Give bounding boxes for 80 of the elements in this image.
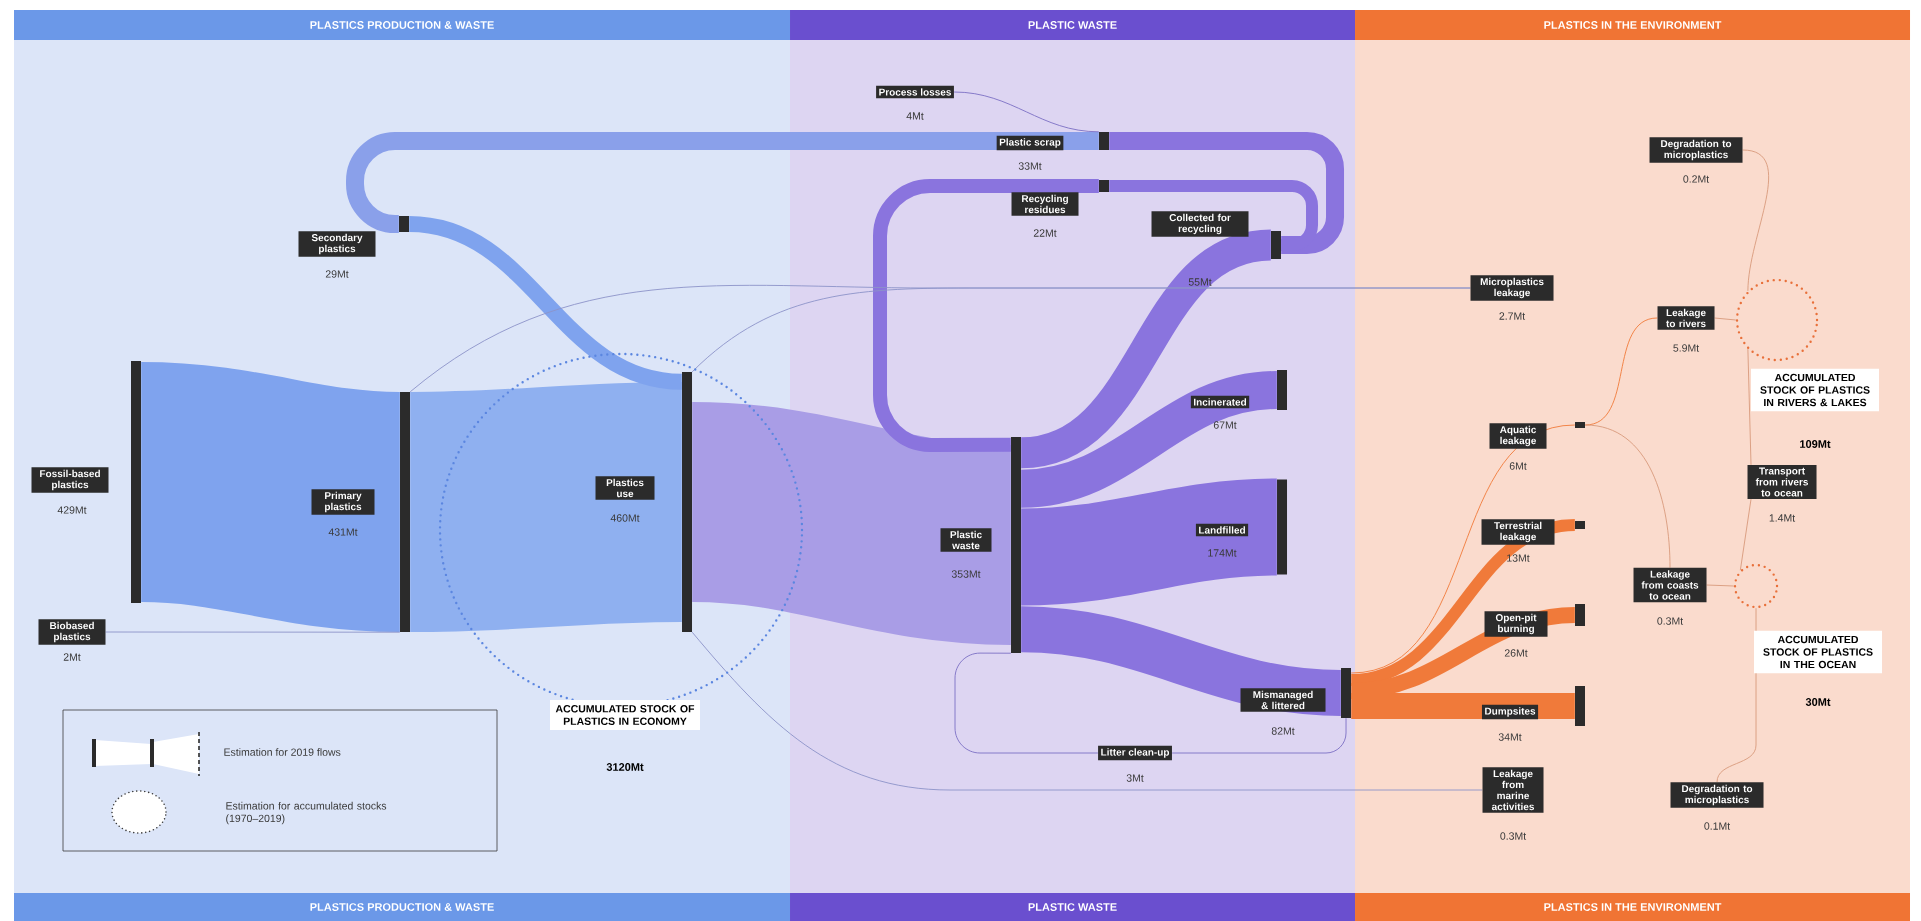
section-header: PLASTIC WASTE bbox=[790, 10, 1355, 40]
flow-node: Aquatic leakage bbox=[1489, 422, 1585, 449]
flow-line bbox=[691, 287, 1471, 373]
label-box: Microplastics leakage bbox=[1470, 275, 1554, 301]
value-text: 55Mt bbox=[1188, 278, 1212, 286]
flow-line bbox=[1714, 317, 1737, 321]
value-text: 429Mt bbox=[57, 506, 87, 514]
flow-band bbox=[1350, 519, 1576, 686]
flow-node: Incinerated bbox=[1190, 370, 1287, 410]
value-text: 2.7Mt bbox=[1499, 312, 1526, 320]
value-text: 82Mt bbox=[1271, 727, 1295, 735]
value-text: 22Mt bbox=[1033, 229, 1057, 237]
legend-text: Estimation for accumulated stocks (1970–2019) bbox=[226, 801, 387, 825]
flow-band bbox=[689, 402, 1014, 645]
flow-line bbox=[1747, 348, 1752, 466]
flow-band bbox=[1109, 132, 1344, 254]
value-text: 174Mt bbox=[1208, 549, 1237, 557]
flow-band bbox=[1019, 229, 1273, 469]
flow-band bbox=[1020, 606, 1342, 716]
value-text: 2Mt bbox=[63, 653, 81, 661]
flow-node: Dumpsites bbox=[1481, 686, 1585, 726]
value-text: 29Mt bbox=[325, 270, 349, 278]
label-box: Leakage from coasts to ocean bbox=[1633, 567, 1707, 603]
flow-band bbox=[408, 216, 683, 390]
value-text: 353Mt bbox=[951, 570, 981, 578]
flow-band bbox=[873, 179, 1099, 452]
value-text: 26Mt bbox=[1504, 649, 1528, 657]
flow-line bbox=[1739, 498, 1752, 571]
value-text: 5.9Mt bbox=[1673, 344, 1700, 352]
flow-line bbox=[1706, 584, 1735, 587]
flow-node: Collected for recycling bbox=[1151, 211, 1281, 259]
value-text: 3120Mt bbox=[606, 763, 644, 771]
value-text: 30Mt bbox=[1805, 698, 1831, 706]
section-header: PLASTIC WASTE bbox=[790, 893, 1355, 921]
flow-band bbox=[138, 362, 403, 632]
flow-line bbox=[105, 631, 401, 633]
value-text: 460Mt bbox=[610, 514, 640, 522]
flow-line bbox=[1584, 424, 1671, 569]
flow-band bbox=[1019, 371, 1279, 508]
flow-line bbox=[1350, 424, 1576, 674]
flow-line bbox=[953, 91, 1100, 133]
section-header: PLASTICS IN THE ENVIRONMENT bbox=[1355, 893, 1911, 921]
label-box: Degradation to microplastics bbox=[1649, 137, 1743, 163]
flow-band bbox=[346, 132, 1099, 233]
value-text: 0.2Mt bbox=[1683, 175, 1710, 183]
value-text: 0.1Mt bbox=[1704, 822, 1731, 830]
value-text: 13Mt bbox=[1507, 554, 1530, 562]
flow-node: Plastic scrap bbox=[996, 132, 1109, 151]
flow-line bbox=[1171, 717, 1347, 754]
value-text: 1.4Mt bbox=[1769, 514, 1796, 522]
label-box: Leakage to rivers bbox=[1657, 306, 1715, 330]
value-text: 431Mt bbox=[328, 528, 358, 536]
flow-node: Recycling residues bbox=[1011, 180, 1109, 216]
flow-node: Mismanaged & littered bbox=[1240, 668, 1351, 718]
value-text: 33Mt bbox=[1018, 162, 1042, 170]
flow-band bbox=[1351, 693, 1575, 719]
flow-node: Secondary plastics bbox=[298, 216, 409, 257]
label-box: Leakage from marine activities bbox=[1482, 767, 1544, 813]
flow-line bbox=[954, 652, 1099, 754]
flow-band bbox=[409, 382, 683, 632]
value-text: 67Mt bbox=[1213, 421, 1237, 429]
flow-line bbox=[691, 631, 1483, 791]
value-text: 0.3Mt bbox=[1657, 617, 1684, 625]
label-box: Transport from rivers to ocean bbox=[1747, 465, 1817, 499]
section-header: PLASTICS PRODUCTION & WASTE bbox=[14, 10, 790, 40]
value-text: 0.3Mt bbox=[1500, 832, 1527, 840]
flow-node: Terrestrial leakage bbox=[1481, 519, 1585, 545]
section-header: PLASTICS PRODUCTION & WASTE bbox=[14, 893, 790, 921]
value-text: 109Mt bbox=[1800, 440, 1831, 448]
flow-line bbox=[1742, 149, 1769, 292]
flow-node: Open-pit burning bbox=[1484, 604, 1585, 637]
label-box: Degradation to microplastics bbox=[1670, 782, 1764, 808]
label-box: Biobased plastics bbox=[38, 619, 106, 645]
value-text: 6Mt bbox=[1509, 462, 1527, 470]
legend-text: Estimation for 2019 flows bbox=[224, 748, 341, 756]
section-header: PLASTICS IN THE ENVIRONMENT bbox=[1355, 10, 1911, 40]
flow-band bbox=[1109, 180, 1318, 251]
value-text: 34Mt bbox=[1498, 733, 1522, 741]
value-text: 3Mt bbox=[1126, 774, 1144, 782]
value-text: 4Mt bbox=[906, 112, 924, 120]
